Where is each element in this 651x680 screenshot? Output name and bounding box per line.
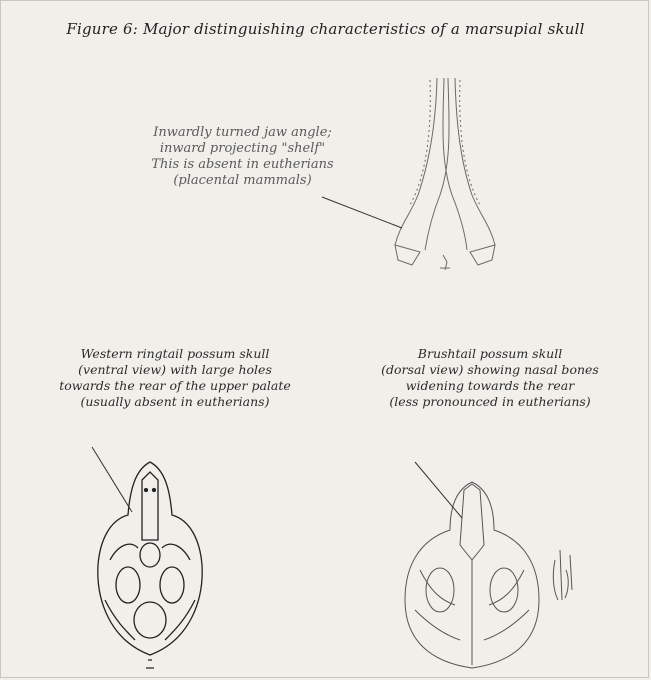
jaw-leader-line <box>322 197 402 228</box>
ringtail-skull-drawing <box>98 462 202 668</box>
artist-signature <box>553 550 572 600</box>
mandible-drawing <box>395 78 495 270</box>
brushtail-skull-drawing <box>405 482 539 668</box>
ringtail-leader-line <box>92 447 132 512</box>
brushtail-leader-line <box>415 462 462 518</box>
